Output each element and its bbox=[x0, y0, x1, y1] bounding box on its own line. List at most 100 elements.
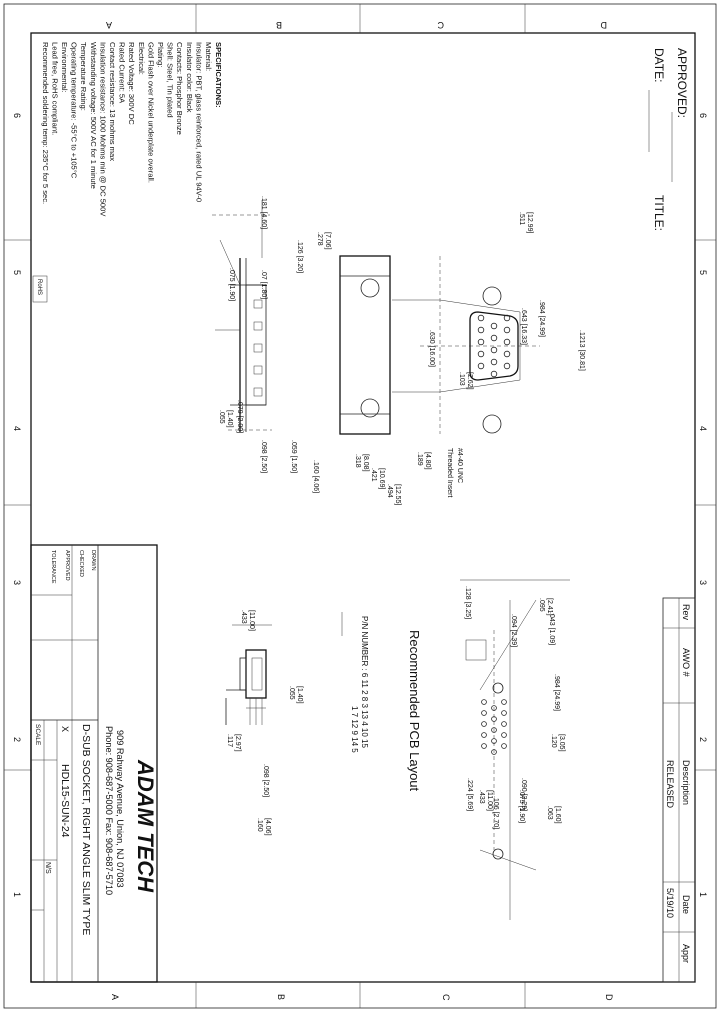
dimension-label: .079 [2.00] bbox=[236, 400, 243, 433]
zone-num-3-right: 3 bbox=[698, 580, 708, 585]
dimension-label: .063[1.60] bbox=[546, 806, 561, 824]
zone-num-6-right: 6 bbox=[698, 113, 708, 118]
dimension-label: .433[11.00] bbox=[478, 790, 493, 811]
spec-line: Insulator color: Black bbox=[185, 42, 194, 113]
spec-line: Environmental: bbox=[60, 42, 69, 93]
end-view bbox=[225, 624, 272, 725]
zone-num-5-left: 5 bbox=[12, 270, 22, 275]
zone-num-1-left: 1 bbox=[12, 892, 22, 897]
zone-num-4-left: 4 bbox=[12, 426, 22, 431]
spec-line: Contact resistance: 13 mohms max bbox=[108, 42, 117, 161]
company-name: ADAM TECH bbox=[133, 759, 158, 893]
zone-letter-a-top: A bbox=[106, 20, 112, 30]
company-phone: Phone: 908-687-5000 Fax: 908-687-5710 bbox=[104, 726, 114, 895]
rohs-text: RoHS bbox=[36, 279, 42, 295]
spec-line: Electrical: bbox=[137, 42, 146, 75]
spec-line: Gold Flash over Nickel underplate overal… bbox=[146, 42, 155, 183]
dimension-label: .043 [1.09] bbox=[548, 612, 555, 645]
spec-line: Material: bbox=[204, 42, 213, 71]
spec-line: Lead free, RoHS compliant. bbox=[50, 42, 59, 135]
part-description: D-SUB SOCKET, RIGHT ANGLE SLIM TYPE bbox=[80, 724, 92, 935]
company-address: 909 Rahway Avenue, Union, NJ 07083 bbox=[115, 730, 125, 888]
dimension-label: .094 [2.39] bbox=[510, 614, 517, 647]
dimension-label: .160 [4.06] bbox=[312, 460, 319, 493]
description-header: Description bbox=[681, 760, 691, 805]
dimension-label: .128 [3.25] bbox=[464, 586, 471, 619]
dimension-label: .630 [16.00] bbox=[428, 330, 435, 367]
zone-letter-d-top: D bbox=[600, 20, 607, 30]
dimension-label: .421[10.69] bbox=[370, 468, 385, 489]
zone-num-2-right: 2 bbox=[698, 737, 708, 742]
zone-letter-b-top: B bbox=[276, 20, 282, 30]
zone-letter-c-bottom: C bbox=[441, 994, 451, 1001]
approved-small-label: APPROVED bbox=[64, 550, 70, 581]
part-number: HDL15-SUN-24 bbox=[59, 764, 71, 838]
zone-num-1-right: 1 bbox=[698, 892, 708, 897]
dimension-label: .075 [1.90] bbox=[518, 790, 525, 823]
spec-line: Withstanding voltage: 500V AC for 1 minu… bbox=[89, 42, 98, 189]
spec-line: Operating temperature: -55°C to +105°C bbox=[70, 42, 79, 179]
scale-label: SCALE bbox=[34, 724, 41, 746]
dimension-label: .433[11.00] bbox=[240, 610, 255, 631]
drawn-label: DRAWN bbox=[90, 550, 96, 571]
dimension-label: .1213 [30.81] bbox=[578, 330, 585, 371]
rev-header: Rev bbox=[681, 604, 691, 621]
dimension-label: .224 [5.69] bbox=[466, 778, 473, 811]
dimension-label: .181 [4.60] bbox=[260, 196, 267, 229]
zone-letter-a-bottom: A bbox=[110, 994, 120, 1000]
dimension-label: .494[12.55] bbox=[386, 484, 401, 505]
dimension-label: .059 [1.50] bbox=[290, 440, 297, 473]
front-view bbox=[339, 255, 540, 435]
front-note-thread: #4-40 UNC bbox=[456, 448, 463, 483]
spec-line: Insulator: PBT, glass reinforced, rated … bbox=[194, 42, 203, 202]
awo-header: AWO # bbox=[681, 648, 691, 677]
spec-line: Temperature Rating: bbox=[79, 42, 88, 111]
dimension-label: .103[2.62] bbox=[458, 372, 473, 390]
title-label: TITLE: bbox=[652, 195, 666, 231]
dimension-label: .098 [2.50] bbox=[262, 764, 269, 797]
spec-line: Rated Current: 5A bbox=[118, 42, 127, 104]
zone-letter-b-bottom: B bbox=[276, 994, 286, 1000]
approved-label: APPROVED: bbox=[675, 48, 689, 118]
zone-num-4-right: 4 bbox=[698, 426, 708, 431]
revision-description: RELEASED bbox=[665, 760, 675, 809]
title-block bbox=[30, 544, 158, 983]
spec-line: Shell: Steel, Tin plated bbox=[166, 42, 175, 118]
front-contacts bbox=[477, 314, 511, 378]
side-view bbox=[212, 200, 272, 432]
front-note-insert: Threaded Insert bbox=[446, 448, 453, 497]
spec-line: Rated Voltage: 300V DC bbox=[127, 42, 136, 125]
dimension-label: .189[4.80] bbox=[416, 452, 431, 470]
zone-num-3-left: 3 bbox=[12, 580, 22, 585]
dimension-label: .106 [2.70] bbox=[492, 796, 499, 829]
dimension-label: .090 [2.29] bbox=[520, 778, 527, 811]
dimension-label: .117[2.97] bbox=[226, 734, 241, 752]
specifications: SPECIFICATIONS: Material:Insulator: PBT,… bbox=[41, 42, 223, 217]
rohs-logo bbox=[32, 275, 48, 303]
zone-num-6-left: 6 bbox=[12, 113, 22, 118]
checked-label: CHECKED bbox=[78, 550, 84, 577]
dimension-label: .278[7.06] bbox=[316, 232, 331, 250]
dimension-label: .095[2.41] bbox=[538, 598, 553, 616]
dimension-label: .160[4.06] bbox=[256, 818, 271, 836]
dimension-label: .984 [24.99] bbox=[553, 674, 560, 711]
tolerance-label: TOLERANCE bbox=[50, 550, 56, 584]
pcb-layout bbox=[460, 579, 570, 920]
scale-value: N/S bbox=[44, 862, 51, 874]
zone-letter-c-top: C bbox=[437, 20, 444, 30]
spec-heading: SPECIFICATIONS: bbox=[214, 42, 223, 108]
dimension-label: .126 [3.20] bbox=[296, 240, 303, 273]
appr-header: Appr bbox=[681, 944, 691, 963]
pcb-pin-numbers: P/N NUMBER : 6 11 2 8 3 13 4 10 15 bbox=[360, 616, 369, 748]
dimension-label: .098 [2.50] bbox=[260, 440, 267, 473]
spec-line: Recommended soldering temp: 235°C for 5 … bbox=[41, 42, 50, 204]
dimension-label: .07 [1.80] bbox=[260, 270, 267, 299]
pcb-pin-row2: 1 7 12 9 14 5 bbox=[350, 706, 359, 753]
pcb-layout-title: Recommended PCB Layout bbox=[407, 630, 422, 792]
dimension-label: .055[1.40] bbox=[218, 410, 233, 428]
dimension-label: .318[8.08] bbox=[354, 454, 369, 472]
date-header: Date bbox=[681, 895, 691, 914]
date-label: DATE: bbox=[652, 48, 666, 82]
